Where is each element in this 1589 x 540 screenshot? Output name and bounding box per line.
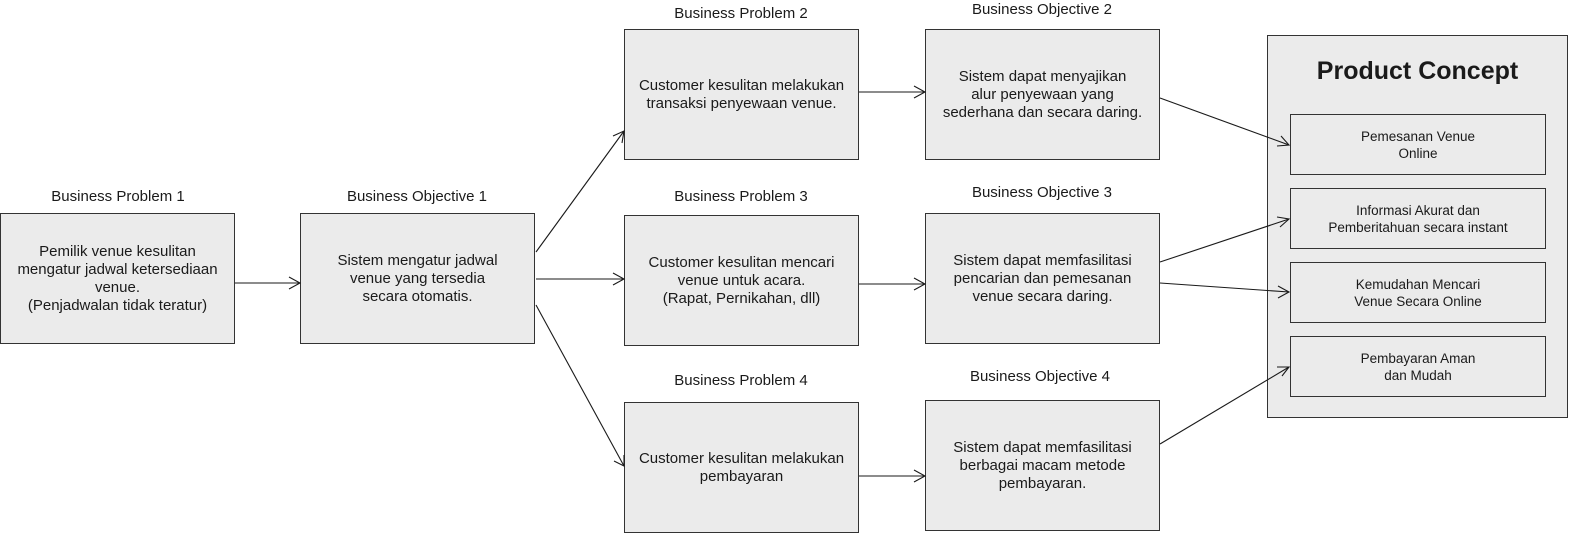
product-concept-title: Product Concept — [1316, 57, 1519, 85]
bo4-box: Sistem dapat memfasilitasi berbagai maca… — [925, 400, 1160, 531]
bo3-title: Business Objective 3 — [971, 184, 1113, 201]
concept-item-kemudahan: Kemudahan Mencari Venue Secara Online — [1290, 262, 1546, 323]
concept-item-pemesanan: Pemesanan Venue Online — [1290, 114, 1546, 175]
product-concept-panel: Product Concept Pemesanan Venue Online I… — [1267, 35, 1568, 418]
bo3-box: Sistem dapat memfasilitasi pencarian dan… — [925, 213, 1160, 344]
bo1-title: Business Objective 1 — [346, 188, 488, 205]
arrow-bp1-bo1 — [235, 276, 302, 290]
bp2-title: Business Problem 2 — [674, 5, 808, 22]
bp1-title: Business Problem 1 — [51, 188, 185, 205]
arrow-bo1-bp4 — [535, 304, 625, 467]
bp2-box: Customer kesulitan melakukan transaksi p… — [624, 29, 859, 160]
bo2-title: Business Objective 2 — [971, 1, 1113, 18]
concept-item-pembayaran: Pembayaran Aman dan Mudah — [1290, 336, 1546, 397]
arrow-bo1-bp3 — [536, 272, 626, 286]
arrow-bp4-bo4 — [859, 469, 927, 483]
bp4-box: Customer kesulitan melakukan pembayaran — [624, 402, 859, 533]
bo1-box: Sistem mengatur jadwal venue yang tersed… — [300, 213, 535, 344]
bp3-box: Customer kesulitan mencari venue untuk a… — [624, 215, 859, 346]
bp4-title: Business Problem 4 — [674, 372, 808, 389]
arrow-bp3-bo3 — [859, 277, 927, 291]
arrow-bp2-bo2 — [859, 85, 927, 99]
bo2-box: Sistem dapat menyajikan alur penyewaan y… — [925, 29, 1160, 160]
bp1-box: Pemilik venue kesulitan mengatur jadwal … — [0, 213, 235, 344]
concept-item-informasi: Informasi Akurat dan Pemberitahuan secar… — [1290, 188, 1546, 249]
bp3-title: Business Problem 3 — [674, 188, 808, 205]
arrow-bo1-bp2 — [535, 130, 625, 253]
bo4-title: Business Objective 4 — [969, 368, 1111, 385]
